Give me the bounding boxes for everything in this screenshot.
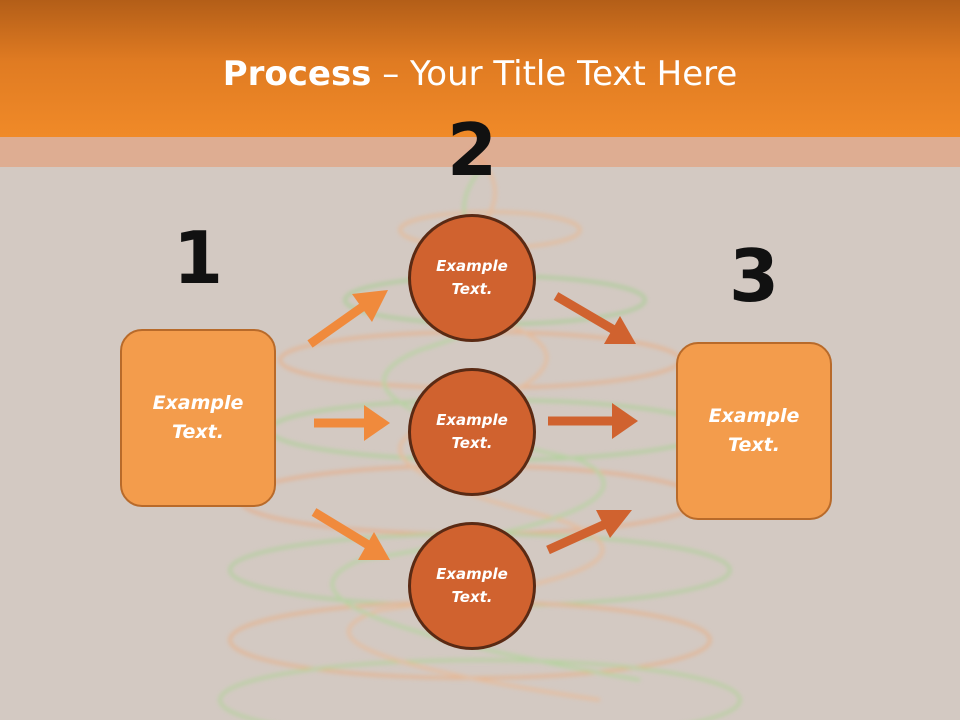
circle-middle-text: Example Text. — [436, 411, 508, 452]
left-box-text: Example Text. — [152, 392, 244, 443]
arrow-right-upper — [553, 292, 636, 344]
title-bar — [0, 0, 960, 137]
arrow-right-lower — [546, 510, 632, 555]
right-process-box: Example Text. — [676, 342, 832, 520]
circle-bottom-text: Example Text. — [436, 565, 508, 606]
arrow-right-middle — [548, 403, 638, 439]
circle-top-text: Example Text. — [436, 257, 508, 298]
circle-middle: Example Text. — [408, 368, 536, 496]
step-number-3: 3 — [728, 234, 780, 318]
slide-title: Process – Your Title Text Here — [0, 52, 960, 96]
circle-bottom: Example Text. — [408, 522, 536, 650]
step-number-1: 1 — [172, 216, 224, 300]
circle-top: Example Text. — [408, 214, 536, 342]
right-box-text: Example Text. — [708, 405, 800, 456]
left-process-box: Example Text. — [120, 329, 276, 507]
title-rest: – Your Title Text Here — [371, 54, 738, 94]
title-bold: Process — [222, 54, 372, 94]
arrow-left-middle — [314, 405, 390, 441]
arrow-left-upper — [307, 290, 388, 348]
title-bar-band — [0, 137, 960, 167]
step-number-2: 2 — [446, 108, 498, 192]
arrow-left-lower — [311, 508, 390, 560]
